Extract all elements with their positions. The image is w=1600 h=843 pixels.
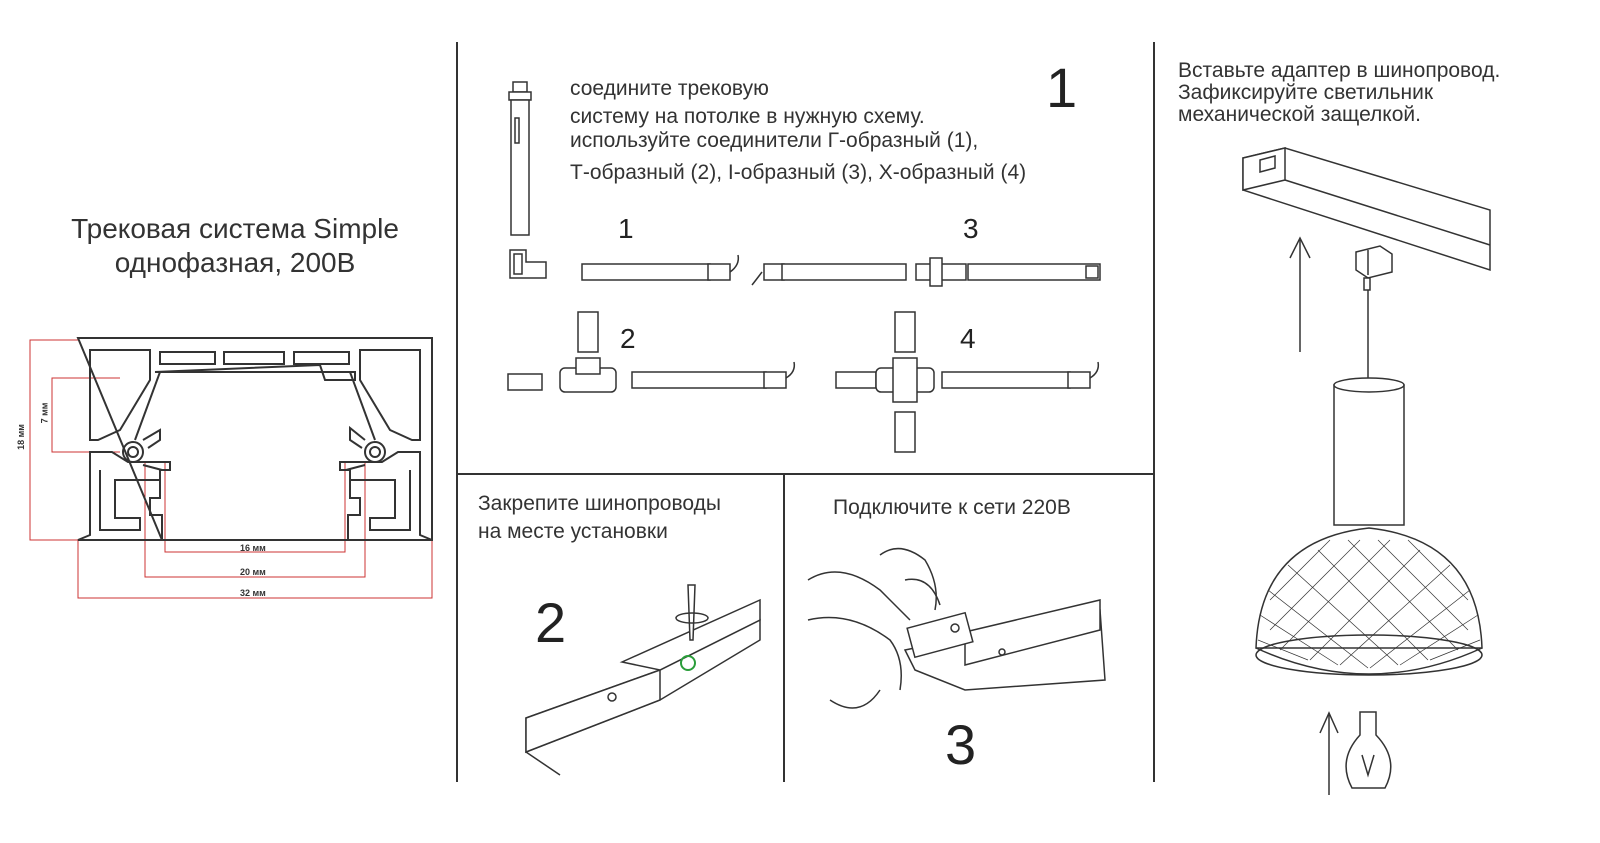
shade-mesh-pattern: [1257, 539, 1481, 669]
product-title: Трековая система Simple однофазная, 200В: [20, 212, 450, 280]
connector-label-4: 4: [960, 323, 976, 354]
step1-text-line: соедините трековую: [570, 77, 769, 100]
step1-number: 1: [1046, 56, 1078, 119]
product-title-line1: Трековая система Simple: [71, 213, 399, 244]
rail-1b: [781, 263, 907, 281]
step2-text: Закрепите шинопроводы на месте установки: [478, 492, 721, 544]
divider-left: [456, 42, 458, 782]
dim-32mm: 32 мм: [240, 588, 266, 598]
step1-text: соедините трековую систему на потолке в …: [570, 77, 1026, 185]
step1-text-line: используйте соединители Г-образный (1),: [570, 129, 979, 152]
rail-stub-x-top: [894, 311, 916, 353]
step3-number: 3: [945, 713, 977, 776]
screw-highlight: [680, 655, 696, 671]
divider-horizontal: [456, 473, 1155, 475]
step4-text-line: Вставьте адаптер в шинопровод.: [1178, 59, 1501, 82]
product-title-line2: однофазная, 200В: [114, 247, 356, 278]
step4-text: Вставьте адаптер в шинопровод. Зафиксиру…: [1178, 60, 1500, 126]
connector-label-2: 2: [620, 323, 636, 354]
step1-text-line: Т-образный (2), I-образный (3), Х-образн…: [570, 161, 1027, 184]
step2-text-line: на месте установки: [478, 520, 668, 543]
dim-20mm: 20 мм: [240, 567, 266, 577]
step4-text-line: Зафиксируйте светильник: [1178, 81, 1434, 104]
step3-text: Подключите к сети 220В: [833, 496, 1071, 519]
step1-text-line: систему на потолке в нужную схему.: [570, 105, 925, 128]
rail-stub-x-bottom: [894, 411, 916, 453]
connector-label-1: 1: [618, 213, 634, 244]
step2-number: 2: [535, 591, 567, 654]
step2-text-line: Закрепите шинопроводы: [478, 492, 721, 515]
divider-mid: [783, 475, 785, 782]
dim-16mm: 16 мм: [240, 543, 266, 553]
step4-text-line: механической защелкой.: [1178, 103, 1421, 126]
connector-label-3: 3: [963, 213, 979, 244]
rail-stub-t: [577, 311, 599, 353]
divider-right: [1153, 42, 1155, 782]
rail-1c: [967, 263, 1101, 281]
